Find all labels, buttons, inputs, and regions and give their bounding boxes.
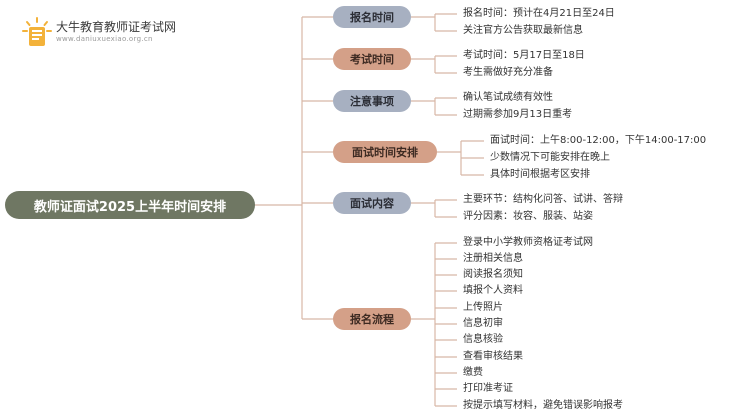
leaf-item: 面试时间：上午8:00-12:00，下午14:00-17:00 xyxy=(490,135,707,146)
site-logo: 大牛教育教师证考试网 www.daniuxuexiao.org.cn xyxy=(20,16,176,50)
leaf-item: 主要环节：结构化问答、试讲、答辩 xyxy=(463,194,623,205)
leaf-item: 登录中小学教师资格证考试网 xyxy=(463,237,593,248)
leaf-item: 打印准考证 xyxy=(463,383,513,394)
leaf-item: 评分因素：妆容、服装、站姿 xyxy=(463,211,593,222)
leaf-item: 报名时间：预计在4月21日至24日 xyxy=(463,8,615,19)
logo-site-name: 大牛教育教师证考试网 xyxy=(56,20,177,34)
leaf-item: 过期需参加9月13日重考 xyxy=(463,109,573,120)
leaf-item: 关注官方公告获取最新信息 xyxy=(463,25,583,36)
leaf-item: 考生需做好充分准备 xyxy=(463,67,553,78)
branch-node: 报名流程 xyxy=(333,308,411,330)
branch-node: 报名时间 xyxy=(333,6,411,28)
leaf-item: 信息核验 xyxy=(463,334,503,345)
leaf-item: 考试时间：5月17日至18日 xyxy=(463,50,585,61)
leaf-item: 信息初审 xyxy=(463,318,503,329)
leaf-item: 填报个人资料 xyxy=(463,285,523,296)
leaf-item: 查看审核结果 xyxy=(463,351,523,362)
branch-node: 面试时间安排 xyxy=(333,141,437,163)
branch-node: 注意事项 xyxy=(333,90,411,112)
leaf-item: 具体时间根据考区安排 xyxy=(490,169,590,180)
branch-node: 考试时间 xyxy=(333,48,411,70)
leaf-item: 少数情况下可能安排在晚上 xyxy=(490,152,610,163)
leaf-item: 上传照片 xyxy=(463,302,503,313)
branch-node: 面试内容 xyxy=(333,192,411,214)
leaf-item: 确认笔试成绩有效性 xyxy=(463,92,553,103)
leaf-item: 注册相关信息 xyxy=(463,253,523,264)
lightbulb-book-icon xyxy=(22,17,52,46)
leaf-item: 阅读报名须知 xyxy=(463,269,523,280)
logo-site-url: www.daniuxuexiao.org.cn xyxy=(56,35,153,43)
leaf-item: 缴费 xyxy=(463,367,483,378)
root-node: 教师证面试2025上半年时间安排 xyxy=(5,191,255,219)
leaf-item: 按提示填写材料，避免错误影响报考 xyxy=(463,400,623,411)
